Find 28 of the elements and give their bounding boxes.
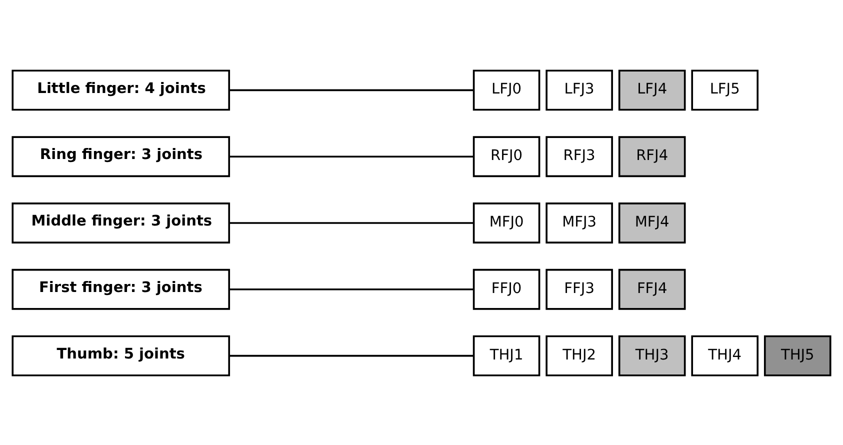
node-box: FFJ3: [546, 268, 613, 310]
node-box: RFJ4: [618, 136, 686, 177]
node-box: FFJ4: [618, 268, 686, 310]
connector: [229, 222, 474, 224]
node-box: RFJ0: [472, 136, 540, 177]
node-box: FFJ0: [472, 268, 540, 310]
node-box: MFJ0: [472, 202, 540, 243]
node-box: Thumb: 5 joints: [12, 334, 230, 376]
node-box: THJ2: [546, 334, 613, 376]
node-box: First finger: 3 joints: [12, 268, 230, 310]
connector: [229, 288, 474, 290]
node-box: THJ3: [618, 334, 686, 376]
node-box: LFJ5: [691, 69, 759, 110]
node-box: Little finger: 4 joints: [12, 69, 230, 110]
node-box: THJ4: [691, 334, 759, 376]
node-box: THJ5: [764, 334, 832, 376]
node-box: LFJ4: [618, 69, 686, 110]
connector: [229, 354, 474, 356]
node-box: Middle finger: 3 joints: [12, 202, 230, 243]
node-box: LFJ0: [472, 69, 540, 110]
node-box: MFJ3: [546, 202, 613, 243]
node-box: Ring finger: 3 joints: [12, 136, 230, 177]
connector: [229, 155, 474, 157]
node-box: THJ1: [472, 334, 540, 376]
node-box: MFJ4: [618, 202, 686, 243]
connector: [229, 88, 474, 91]
node-box: LFJ3: [546, 69, 613, 110]
node-box: RFJ3: [546, 136, 613, 177]
